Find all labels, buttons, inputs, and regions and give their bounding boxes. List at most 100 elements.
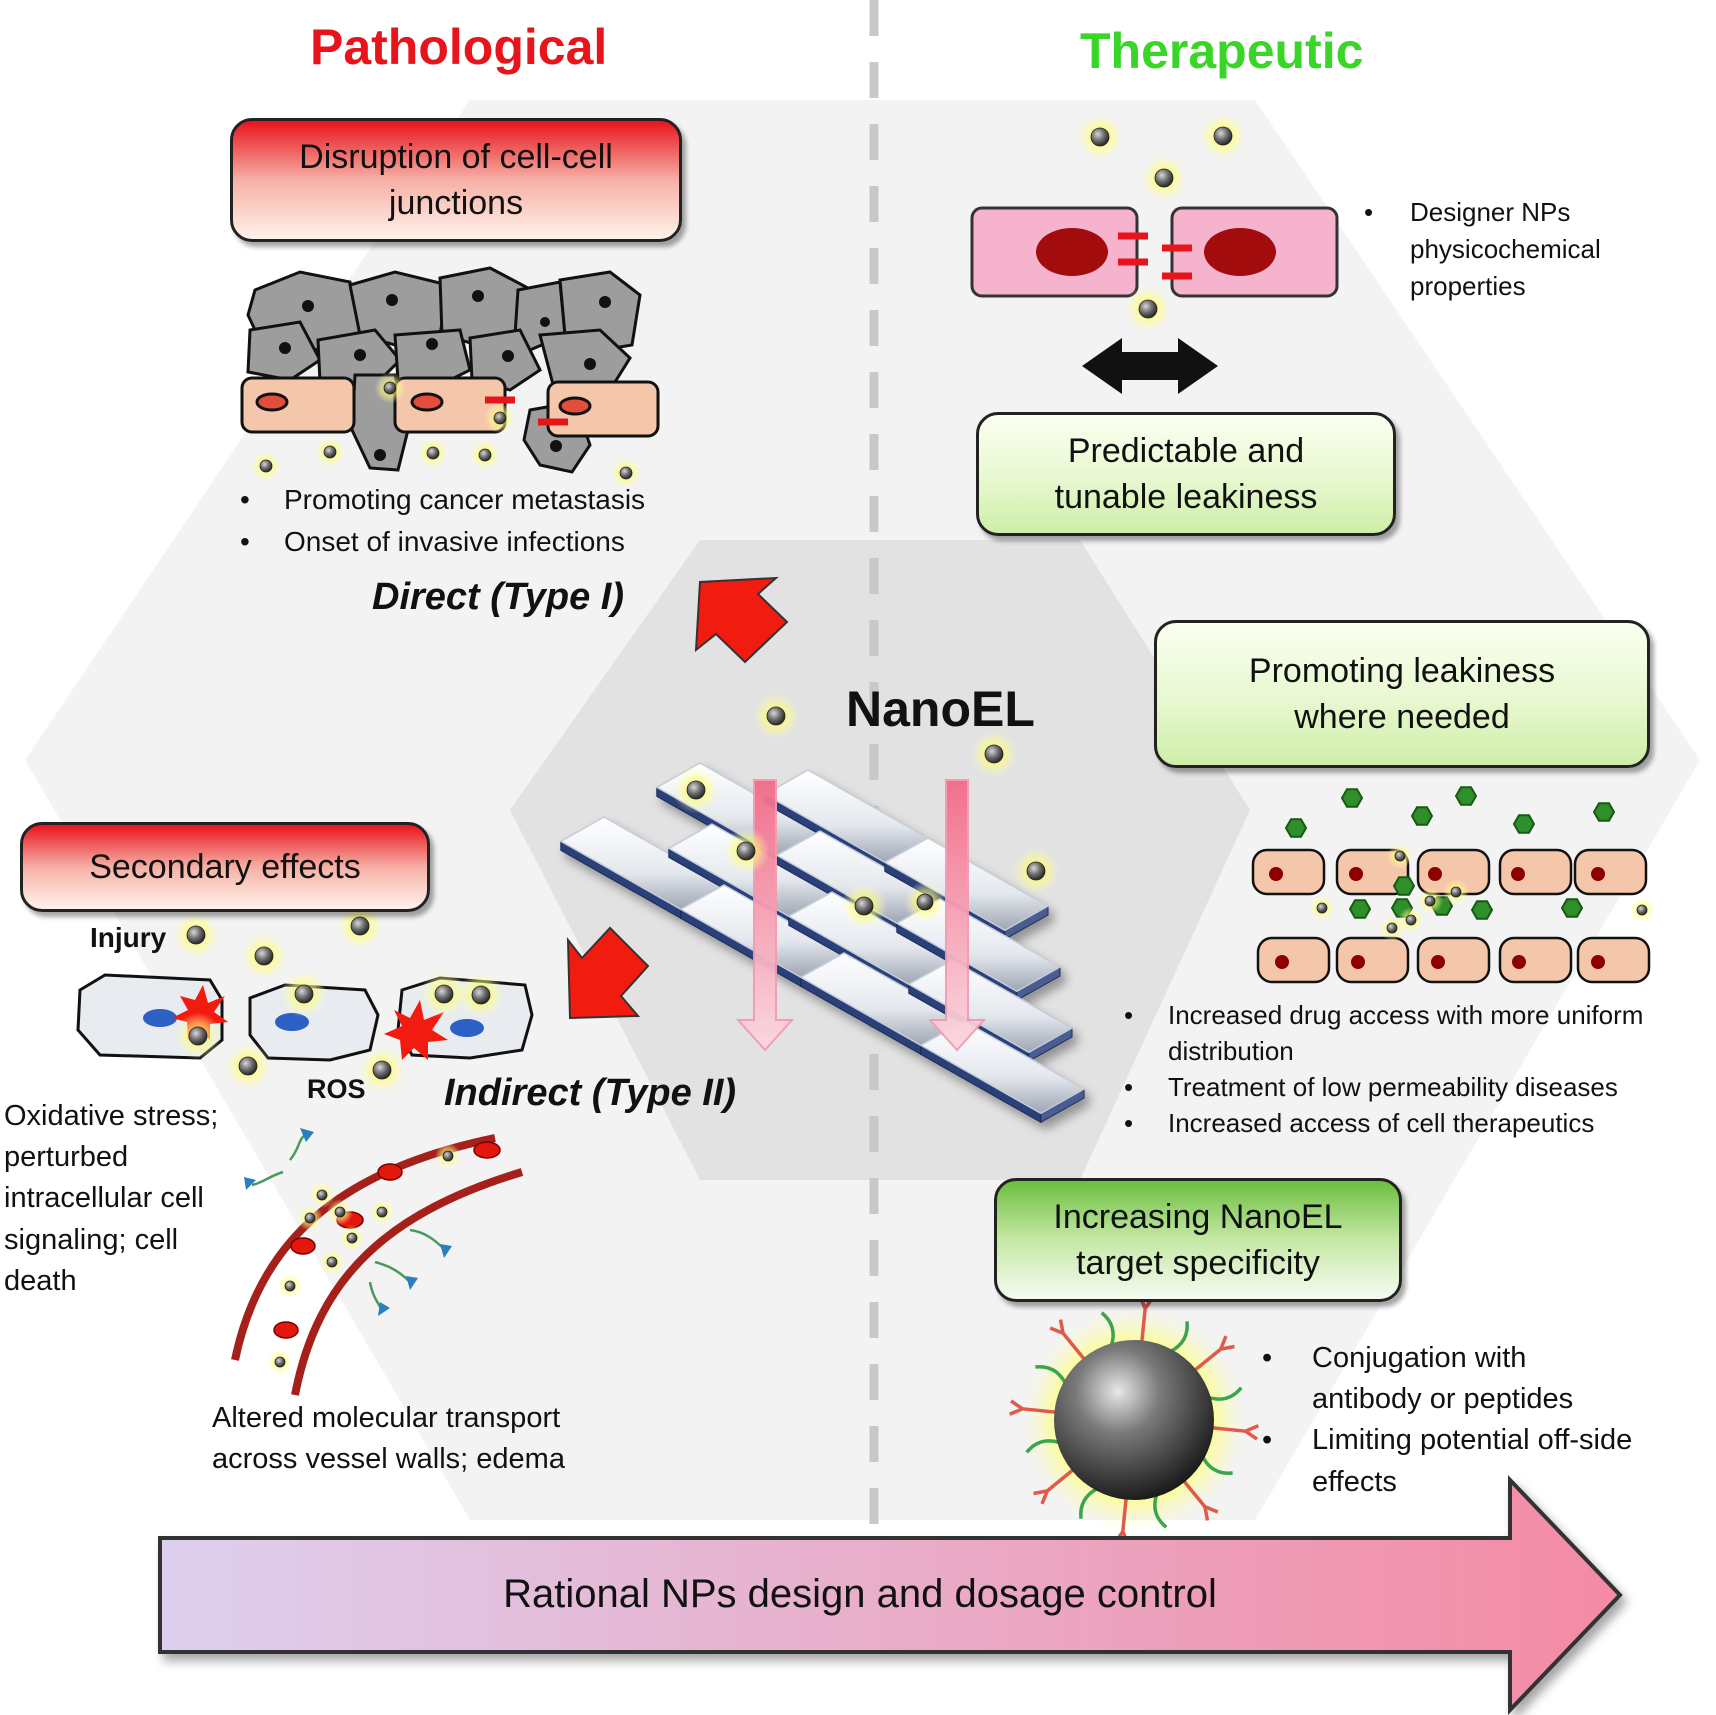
nanoparticle xyxy=(186,925,206,945)
therapy3-bullets: •Conjugation with antibody or peptides •… xyxy=(1262,1338,1642,1503)
drug-hexagon xyxy=(1592,802,1616,822)
nanoparticle xyxy=(1213,126,1233,146)
leak-arrowheads xyxy=(244,1128,452,1316)
antibody-arm xyxy=(1040,1490,1049,1505)
nanoparticle xyxy=(766,706,786,726)
designer-line-1: Designer NPs xyxy=(1410,197,1571,227)
nanoparticle xyxy=(426,446,440,460)
nanoparticle xyxy=(346,1232,358,1244)
specificity-line-2: target specificity xyxy=(1076,1244,1320,1282)
nanoparticle xyxy=(1090,127,1110,147)
designer-line-2: physicochemical xyxy=(1410,233,1601,264)
bullet-glyph: • xyxy=(240,484,250,515)
red-arrow-direct xyxy=(694,576,789,664)
tile-flow-arrows xyxy=(735,779,987,1052)
drug-hexagon xyxy=(1470,900,1494,920)
nanoparticle xyxy=(254,946,274,966)
promoting-line-2: where needed xyxy=(1294,698,1510,736)
big-nanoparticle xyxy=(1054,1340,1214,1500)
nanoparticle xyxy=(1138,299,1158,319)
disruption-box-line-2: junctions xyxy=(388,184,524,222)
antibody-arm xyxy=(1204,1505,1219,1514)
nanoparticle xyxy=(294,984,314,1004)
nanoparticle xyxy=(326,1256,338,1268)
therapy2-bullet-3: Increased access of cell therapeutics xyxy=(1168,1107,1595,1138)
nanoparticle xyxy=(376,1206,388,1218)
nanoparticle xyxy=(1450,886,1462,898)
oxidative-line-4: signaling; cell xyxy=(4,1223,179,1256)
therapy2-bullets: •Increased drug access with more uniform… xyxy=(1124,998,1694,1142)
pathological-title: Pathological xyxy=(310,19,608,75)
disruption-box: Disruption of cell-cell junctions xyxy=(230,118,682,242)
tight-junction-marks xyxy=(1118,232,1192,280)
antibody-arm xyxy=(1244,1424,1260,1433)
nanoparticle xyxy=(372,1060,392,1080)
drug-hexagon xyxy=(1392,876,1416,896)
direct-bullets: •Promoting cancer metastasis •Onset of i… xyxy=(240,482,645,561)
therapy3-bullet-2: Limiting potential off-side effects xyxy=(1312,1424,1633,1498)
predictable-line-1: Predictable and xyxy=(1067,431,1305,470)
broken-junction-marks xyxy=(485,396,568,426)
indirect-type-label: Indirect (Type II) xyxy=(444,1072,737,1114)
oxidative-line-3: intracellular cell xyxy=(4,1182,204,1215)
red-arrow-indirect xyxy=(566,926,650,1020)
direct-type-label: Direct (Type I) xyxy=(372,576,624,618)
disruption-box-line-1: Disruption of cell-cell xyxy=(299,137,613,176)
nanoparticle xyxy=(434,984,454,1004)
antibody-arm xyxy=(1203,1506,1210,1521)
transport-line-2: across vessel walls; edema xyxy=(212,1443,565,1476)
nanoparticle xyxy=(1405,914,1417,926)
designer-line-3: properties xyxy=(1410,270,1526,301)
bullet-glyph: • xyxy=(1262,1342,1273,1374)
antibody-stem xyxy=(1140,1308,1147,1343)
predictable-line-2: tunable leakiness xyxy=(1054,478,1318,516)
nanoparticle xyxy=(316,1189,328,1201)
antibody-arm xyxy=(1244,1429,1258,1441)
ligand-antibody-icons xyxy=(1008,1294,1260,1546)
bullet-glyph: • xyxy=(1364,197,1374,227)
design-arrow-shape xyxy=(158,1475,1623,1715)
nanoparticle xyxy=(471,985,491,1005)
drug-hexagon xyxy=(1410,806,1434,826)
nanoparticle xyxy=(1316,902,1328,914)
antibody-arm xyxy=(1219,1335,1228,1350)
drug-hexagon xyxy=(1512,814,1536,834)
nanoparticle xyxy=(334,1206,346,1218)
bullet-glyph: • xyxy=(1262,1424,1273,1457)
therapy2-bullet-1: Increased drug access with more uniform … xyxy=(1168,1000,1644,1066)
drug-hexagon xyxy=(1340,788,1364,808)
red-blood-cells xyxy=(273,1141,501,1339)
nanoparticle xyxy=(274,1356,286,1368)
antibody-stem xyxy=(1121,1497,1128,1532)
nanoparticle xyxy=(383,381,397,395)
antibody-stem xyxy=(1022,1407,1057,1414)
nanoparticle xyxy=(188,1026,208,1046)
direct-bullet-1: Promoting cancer metastasis xyxy=(284,484,646,515)
therapy-cell-pair xyxy=(970,206,1339,298)
designer-np-note: • Designer NPs physicochemical properties xyxy=(1364,194,1601,305)
nanoparticle xyxy=(686,780,706,800)
oxidative-line-2: perturbed xyxy=(4,1141,129,1174)
peptide-chain xyxy=(1100,1311,1115,1346)
oxidative-stress-text: Oxidative stress; perturbed intracellula… xyxy=(4,1096,218,1302)
injury-label: Injury xyxy=(90,922,167,953)
antibody-arm xyxy=(1008,1407,1024,1416)
damage-burst-icons xyxy=(172,985,448,1060)
drug-molecule-hexagons xyxy=(1284,786,1616,920)
nanoparticle xyxy=(1394,850,1406,862)
nanoparticle xyxy=(916,893,934,911)
antibody-stem xyxy=(1182,1479,1207,1508)
nanoparticle xyxy=(442,1150,454,1162)
bullet-glyph: • xyxy=(240,526,250,558)
oxidative-line-5: death xyxy=(4,1264,77,1297)
transport-line-1: Altered molecular transport xyxy=(212,1402,561,1434)
peptide-chain xyxy=(1208,1386,1243,1401)
antibody-arm xyxy=(1010,1399,1024,1411)
nanoel-label: NanoEL xyxy=(846,681,1035,737)
predictable-leakiness-box: Predictable and tunable leakiness xyxy=(976,412,1396,536)
nanoparticle xyxy=(1636,904,1648,916)
altered-transport-text: Altered molecular transport across vesse… xyxy=(212,1398,565,1480)
cancer-cell-nuclei xyxy=(279,290,611,461)
